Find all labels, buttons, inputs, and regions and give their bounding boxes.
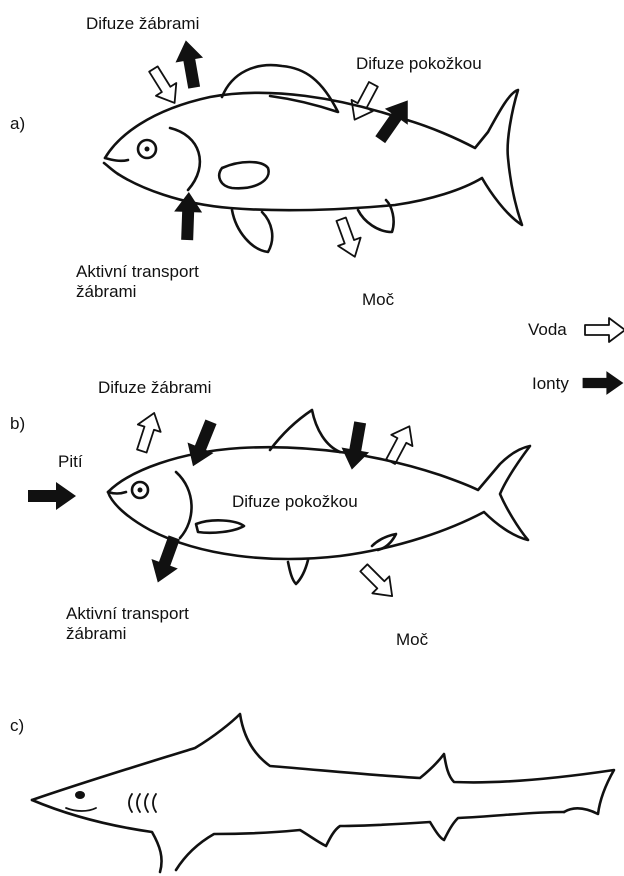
legend-ions-label: Ionty <box>532 374 569 394</box>
urine-ions-arrow <box>355 559 400 604</box>
water-in-skin-arrow <box>344 79 384 126</box>
panel-a-gill-diffusion-label: Difuze žábrami <box>86 14 199 34</box>
panel-a-active-transport-line2: žábrami <box>76 282 136 302</box>
panel-b-urine-label: Moč <box>396 630 428 650</box>
ion-out-gills-arrow <box>172 38 208 90</box>
water-in-gills-arrow <box>143 63 185 110</box>
panel-b-active-transport-line1: Aktivní transport <box>66 604 189 624</box>
ion-active-excretion-arrow <box>145 533 188 588</box>
ion-in-gills-arrow <box>180 417 224 472</box>
water-out-gills-arrow <box>130 409 165 454</box>
panel-b-letter: b) <box>10 414 25 434</box>
fish-a <box>104 65 522 252</box>
panel-a-skin-diffusion-label: Difuze pokožkou <box>356 54 482 74</box>
drinking-arrow <box>28 482 76 510</box>
urine-water-arrow <box>330 215 366 261</box>
ion-in-skin-arrow <box>338 420 374 472</box>
panel-b-active-transport-line2: žábrami <box>66 624 126 644</box>
panel-a-urine-label: Moč <box>362 290 394 310</box>
panel-b-drinking-label: Pití <box>58 452 83 472</box>
panel-a-letter: a) <box>10 114 25 134</box>
legend-water-arrow <box>585 318 624 342</box>
panel-a-active-transport-line1: Aktivní transport <box>76 262 199 282</box>
legend-ions-arrow <box>583 371 624 395</box>
panel-c-letter: c) <box>10 716 24 736</box>
panel-b-gill-diffusion-label: Difuze žábrami <box>98 378 211 398</box>
shark-c <box>32 714 614 872</box>
legend-water-label: Voda <box>528 320 567 340</box>
panel-b-skin-diffusion-label: Difuze pokožkou <box>232 492 358 512</box>
